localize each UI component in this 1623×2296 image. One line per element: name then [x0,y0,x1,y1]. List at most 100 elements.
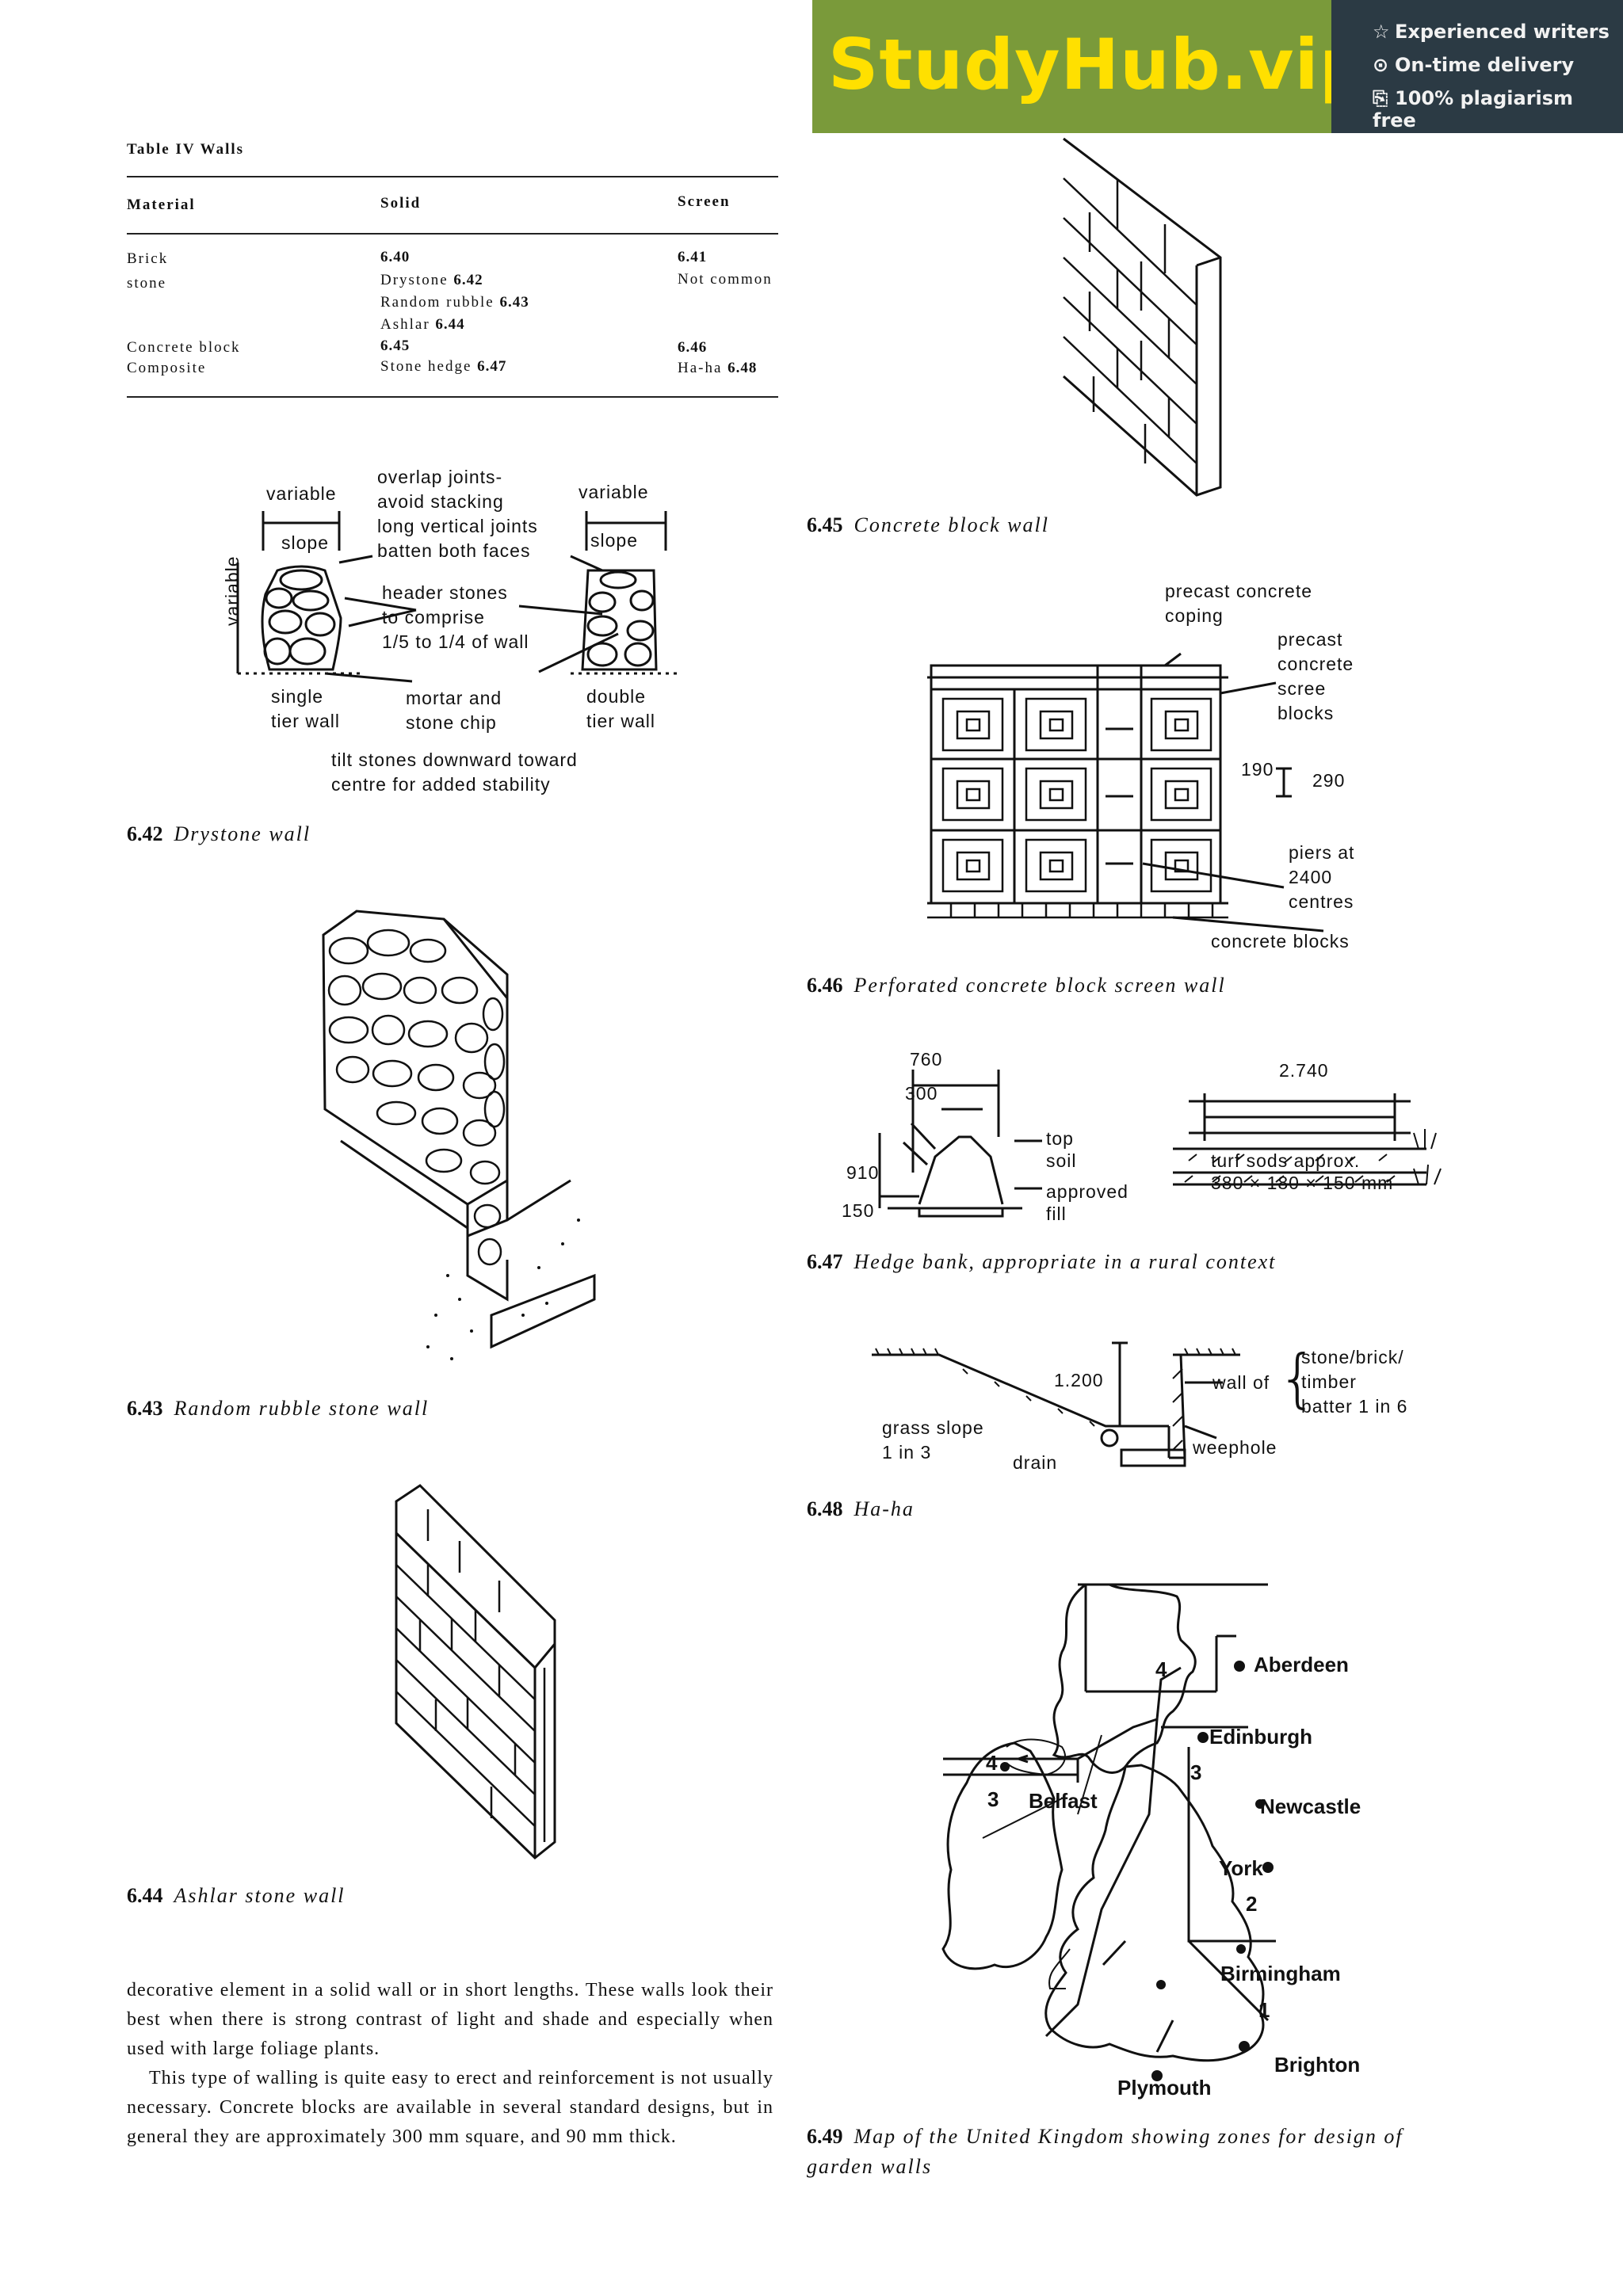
label-line: avoid stacking [377,491,504,512]
fig647-label-150: 150 [842,1200,875,1221]
label-line: scree [1277,678,1327,699]
concrete-block-wall-drawing [1063,137,1222,497]
fig642-label-slope-right: slope [590,530,638,551]
label-line: concrete [1277,654,1354,674]
map-zone-label: 3 [987,1787,999,1811]
label-line: to comprise [382,607,485,627]
label-line: timber [1301,1371,1357,1392]
label-line: precast [1277,629,1343,650]
fig646-label-precast-blocks: precast concrete scree blocks [1277,627,1354,726]
label-line: stone/brick/ [1301,1347,1404,1367]
map-zone-label: 4 [986,1751,998,1775]
fig642-label-slope-left: slope [281,532,329,553]
table-cell-material: Composite [127,360,207,376]
brace-icon: { [1277,1341,1318,1415]
label-line: double [586,686,647,707]
label-line: centre for added stability [331,774,551,795]
fig646-label-190: 190 [1241,759,1274,780]
label-line: precast concrete [1165,581,1313,601]
label-line: top [1046,1128,1074,1149]
fig642-label-variable-vertical: variable [222,555,242,626]
map-zone-label: 2 [1246,1892,1258,1916]
drystone-wall-drawing [236,511,682,683]
table-cell-screen: 6.41 [678,249,708,265]
document-icon: ⎘ [1373,87,1388,109]
fig647-label-300: 300 [905,1083,938,1104]
fig642-label-tilt: tilt stones downward toward centre for a… [331,748,578,797]
star-icon: ☆ [1373,21,1390,43]
table-cell-material: stone [127,275,167,292]
fig646-label-precast-coping: precast concrete coping [1165,579,1312,628]
fig642-label-variable-left: variable [266,483,337,504]
table-cell-material: Concrete block [127,339,241,356]
label-line: 2400 [1289,867,1333,887]
table-cell-material: Brick [127,250,169,267]
fig647-label-turf: turf sods approx. 380 × 180 × 150 mm [1211,1150,1393,1194]
label-line: turf sods approx. [1211,1150,1361,1171]
label-line: fill [1046,1203,1067,1224]
fig648-label-wall-of: wall of [1212,1372,1270,1393]
body-paragraph-1: decorative element in a solid wall or in… [127,1980,773,2059]
fig648-label-1200: 1.200 [1054,1370,1104,1390]
label-line: long vertical joints [377,516,538,536]
label-line: batter 1 in 6 [1301,1396,1408,1417]
fig642-label-variable-right: variable [579,482,649,502]
label-line: centres [1289,891,1354,912]
fig642-label-overlap: overlap joints- avoid stacking long vert… [377,465,538,563]
map-zone-label: 3 [1190,1760,1202,1784]
table-header-screen: Screen [678,193,731,210]
banner-features-panel: ☆Experienced writers ⊙ On-time delivery ⎘… [1331,0,1623,133]
random-rubble-wall-drawing [322,910,596,1360]
label-line: coping [1165,605,1224,626]
table-cell-screen: 6.46 [678,339,708,356]
fig647-label-approved-fill: approved fill [1046,1180,1128,1225]
map-city-aberdeen: Aberdeen [1254,1653,1349,1676]
map-city-brighton: Brighton [1274,2053,1361,2077]
table-cell-solid: 6.45 [380,338,411,354]
fig642-label-single: single tier wall [271,685,340,734]
ha-ha-drawing [872,1341,1240,1467]
label-line: tilt stones downward toward [331,749,578,770]
feature-plagiarism: ⎘100% plagiarism free [1373,87,1623,132]
table-cell-screen: Not common [678,271,773,288]
map-city-plymouth: Plymouth [1117,2076,1212,2100]
map-city-belfast: Belfast [1029,1789,1098,1813]
table-cell-screen: Ha-ha 6.48 [678,360,758,376]
label-line: single [271,686,324,707]
map-city-newcastle: Newcastle [1260,1794,1361,1818]
feature-label: 100% plagiarism free [1373,87,1574,132]
label-line: blocks [1277,703,1335,723]
fig647-label-760: 760 [910,1049,943,1070]
label-line: 380 × 180 × 150 mm [1211,1173,1394,1193]
fig647-label-topsoil: top soil [1046,1127,1077,1172]
hedge-bank-drawing [878,1070,1442,1218]
label-line: batten both faces [377,540,531,561]
studyhub-banner[interactable]: StudyHub.vip ☆Experienced writers ⊙ On-ti… [812,0,1623,133]
map-zone-label: 1 [1258,1998,1270,2022]
label-line: soil [1046,1150,1077,1171]
table-rule-mid [127,233,778,235]
clock-icon: ⊙ [1373,54,1389,76]
feature-label: Experienced writers [1395,21,1610,43]
banner-brand-panel[interactable]: StudyHub.vip [812,0,1369,133]
table-cell-solid: Ashlar 6.44 [380,316,465,333]
table-rule-bottom [127,396,778,398]
table-header-solid: Solid [380,195,422,212]
table-cell-solid: Stone hedge 6.47 [380,358,507,375]
label-line: piers at [1289,842,1355,863]
table-title: Table IV Walls [127,141,245,158]
label-line: tier wall [586,711,655,731]
label-line: approved [1046,1181,1128,1202]
label-line: header stones [382,582,508,603]
table-cell-solid: 6.40 [380,249,411,265]
label-line: mortar and [406,688,502,708]
label-line: tier wall [271,711,340,731]
feature-label: On-time delivery [1395,54,1575,76]
fig647-label-910: 910 [846,1162,880,1183]
map-city-birmingham: Birmingham [1220,1962,1341,1985]
table-cell-solid: Drystone 6.42 [380,272,483,288]
fig642-label-mortar: mortar and stone chip [406,686,502,735]
brand-logo-text[interactable]: StudyHub.vip [828,24,1370,105]
